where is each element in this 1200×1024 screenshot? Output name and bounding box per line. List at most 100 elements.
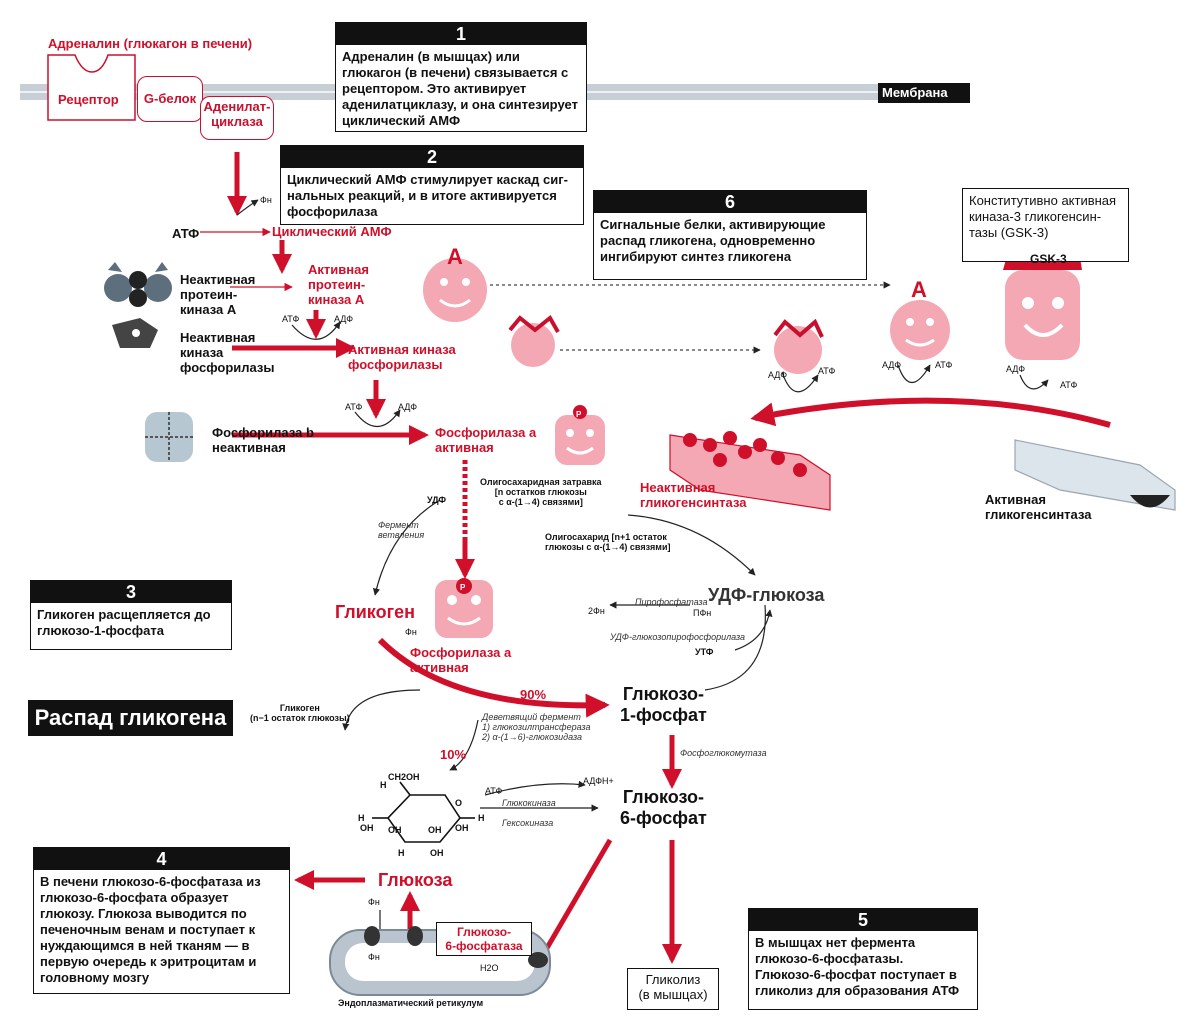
inactive-phk-icon	[112, 318, 158, 348]
phk-face-1	[508, 314, 560, 367]
two-pi-label: 2Фн	[588, 606, 605, 616]
box-2: 2 Циклический АМФ стимулирует каскад сиг…	[280, 145, 584, 225]
box-4: 4 В печени глюкозо-6-фосфатаза из глюкоз…	[33, 847, 290, 994]
p-marker-1: P	[576, 410, 582, 419]
box-6: 6 Сигнальные белки, активирующие распад …	[593, 190, 867, 280]
glycolysis-label: Гликолиз (в мышцах)	[638, 972, 708, 1002]
adenylate-cyclase-pill: Аденилат- циклаза	[200, 96, 274, 140]
glucose-label: Глюкоза	[378, 870, 453, 890]
oligo-primer-label: Олигосахаридная затравка [n остатков глю…	[480, 477, 602, 507]
inactive-pka-label: Неактивная протеин- киназа А	[180, 272, 256, 317]
adph-label: АДФН+	[583, 776, 614, 786]
adp-label-3: АДФ	[398, 402, 418, 412]
glucokinase-label: Глюкокиназа	[502, 798, 556, 808]
box-5-number: 5	[749, 909, 977, 931]
pgm-label: Фосфоглюкомутаза	[680, 748, 767, 758]
box-4-text: В печени глюкозо-6-фосфатаза из глюкозо-…	[40, 874, 261, 985]
adp-label-4: АДФ	[768, 370, 788, 380]
cascade-arrows	[227, 152, 1111, 964]
phosphorylase-a-face-1	[555, 405, 605, 465]
ch2oh-label: CH2OH	[388, 772, 420, 782]
pyrophosphatase-label: Пирофосфатаза	[635, 597, 708, 607]
g6pase-box: Глюкозо- 6-фосфатаза	[436, 922, 532, 956]
box-1: 1 Адреналин (в мышцах) или глюкагон (в п…	[335, 22, 587, 132]
branching-enzyme-label: Фермент ветвления	[378, 520, 425, 540]
inactive-phk-label: Неактивная киназа фосфорилазы	[180, 330, 275, 375]
adp-label-2: АДФ	[334, 314, 354, 324]
h-label-4: H	[398, 848, 405, 858]
pka-face-2	[890, 300, 950, 360]
box-3-text: Гликоген расщепляется до глюкозо-1-фосфа…	[37, 607, 211, 638]
phosphorylase-a-face-2	[435, 578, 493, 638]
atp-label-5: АТФ	[935, 360, 953, 370]
membrane-label: Мембрана	[882, 85, 948, 100]
glucose-ring	[372, 781, 475, 843]
utp-label: УТФ	[695, 647, 714, 657]
box-1-number: 1	[336, 23, 586, 45]
glycogen-label: Гликоген	[335, 602, 415, 622]
box-1-text: Адреналин (в мышцах) или глюкагон (в печ…	[342, 49, 578, 128]
pka-letter-2: A	[911, 277, 927, 302]
pi-label-3: Фн	[368, 897, 380, 907]
atp-label-4: АТФ	[818, 366, 836, 376]
oh-label-3: OH	[360, 823, 374, 833]
oh-label-4: OH	[455, 823, 469, 833]
h-label-2: H	[358, 813, 365, 823]
box-3-number: 3	[31, 581, 231, 603]
glycogen-n1-label: Гликоген (n−1 остаток глюкозы)	[250, 703, 350, 723]
udp-glucose-label: УДФ-глюкоза	[708, 585, 825, 605]
inactive-pka-icon	[104, 262, 172, 307]
box-6-text: Сигнальные белки, активирующие распад гл…	[600, 217, 826, 264]
g-protein-label: G-белок	[143, 91, 197, 106]
inactive-gs-label: Неактивная гликогенсинтаза	[640, 480, 747, 510]
membrane-label-bg	[878, 83, 970, 103]
gsk3-label: GSK-3	[1030, 252, 1067, 266]
g6p-label: Глюкозо- 6-фосфат	[620, 787, 707, 828]
glycolysis-box: Гликолиз (в мышцах)	[627, 968, 719, 1010]
box-3: 3 Гликоген расщепляется до глюкозо-1-фос…	[30, 580, 232, 650]
ppi-label: ПФн	[693, 608, 712, 618]
pi-label-1: Фн	[260, 195, 272, 205]
g-protein-pill: G-белок	[137, 76, 203, 122]
g1p-label: Глюкозо- 1-фосфат	[620, 684, 707, 725]
phk-face-2	[773, 318, 824, 374]
er-label: Эндоплазматический ретикулум	[338, 998, 484, 1008]
box-2-number: 2	[281, 146, 583, 168]
active-glycogen-synthase	[1014, 439, 1176, 511]
inactive-glycogen-synthase	[669, 431, 831, 511]
phosphorylase-b-label: Фосфорилаза b неактивная	[212, 425, 314, 455]
pi-label-4: Фн	[368, 952, 380, 962]
receptor-shape	[47, 54, 136, 121]
udp-glc-ppase-label: УДФ-глюкозопирофосфорилаза	[610, 632, 746, 642]
p-marker-2: P	[460, 583, 466, 592]
oh-label-1: OH	[388, 825, 402, 835]
atp-label-3: АТФ	[345, 402, 363, 412]
atp-label-7: АТФ	[485, 786, 503, 796]
oh-label-5: OH	[430, 848, 444, 858]
active-pka-label: Активная протеин- киназа А	[308, 262, 369, 307]
box-5: 5 В мышцах нет фермента глюкозо-6-фосфат…	[748, 908, 978, 1010]
adenylate-cyclase-label: Аденилат- циклаза	[203, 99, 271, 129]
phosphorylase-b-icon	[145, 412, 193, 462]
phosphorylase-a-label-1: Фосфорилаза a активная	[435, 425, 537, 455]
gsk3-description-box: Конститутивно активная киназа-3 гликоген…	[962, 188, 1129, 262]
box-6-number: 6	[594, 191, 866, 213]
h-label-3: H	[478, 813, 485, 823]
h2o-label: H2O	[480, 963, 499, 973]
active-gs-label: Активная гликогенсинтаза	[985, 492, 1092, 522]
udp-label: УДФ	[427, 495, 447, 505]
atp-label-2: АТФ	[282, 314, 300, 324]
box-5-text: В мышцах нет фермента глюкозо-6-фосфатаз…	[755, 935, 960, 998]
o-label: O	[455, 798, 463, 808]
pct10-label: 10%	[440, 747, 467, 762]
receptor-label: Рецептор	[58, 92, 119, 107]
pct90-label: 90%	[520, 687, 547, 702]
adp-label-6: АДФ	[1006, 364, 1026, 374]
section-title: Распад гликогена	[28, 700, 233, 736]
gsk3-description: Конститутивно активная киназа-3 гликоген…	[969, 193, 1117, 240]
pka-face-1	[423, 258, 487, 322]
g6pase-label: Глюкозо- 6-фосфатаза	[445, 925, 523, 953]
camp-label: Циклический АМФ	[272, 224, 392, 239]
h-label-1: H	[380, 780, 387, 790]
phosphorylase-a-label-2: Фосфорилаза a активная	[410, 645, 512, 675]
